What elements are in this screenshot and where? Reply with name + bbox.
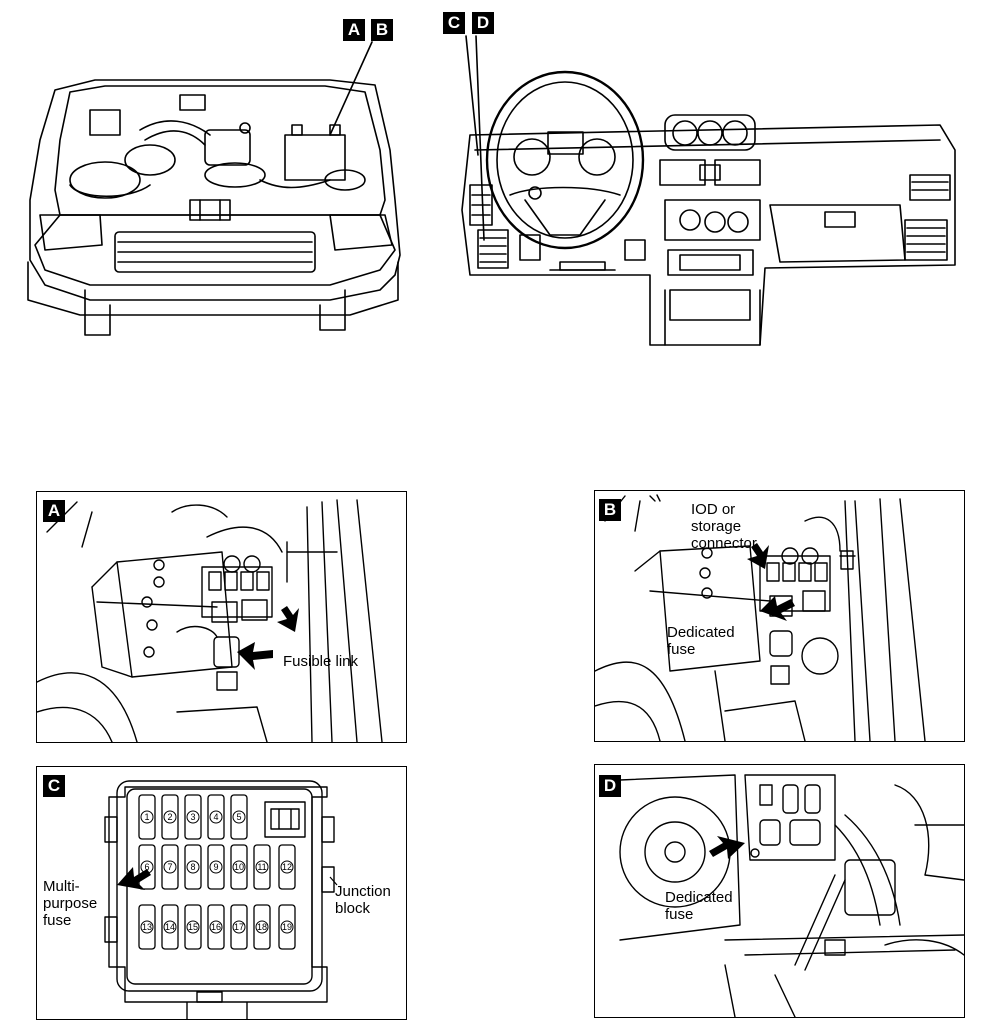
panel-d-dash-fuse: D Dedicated fuse (594, 764, 965, 1018)
fuse-number-12: 12 (282, 862, 292, 872)
fuse-slot (161, 904, 179, 950)
iod-connector-label-line3: connector (691, 535, 757, 552)
callout-tag-a: A (343, 19, 365, 41)
fuse-slot (230, 844, 248, 890)
multi-purpose-fuse-label-line3: fuse (43, 912, 72, 929)
fuse-number-ring (140, 810, 154, 824)
panel-a-tag: A (43, 500, 65, 522)
junction-block-label-line1: Junction (335, 883, 391, 900)
fuse-number-ring (280, 920, 294, 934)
multi-purpose-fuse-label-line2: purpose (43, 895, 98, 912)
callout-tag-c: C (443, 12, 465, 34)
fuse-number-ring (280, 860, 294, 874)
callout-tag-b: B (371, 19, 393, 41)
junction-block-label-line2: block (335, 900, 371, 917)
fuse-number-13: 13 (142, 922, 152, 932)
fuse-number-15: 15 (188, 922, 198, 932)
fuse-slot (184, 904, 202, 950)
fuse-number-1: 1 (144, 812, 149, 822)
panel-b-iod-connector: B IOD or storage connector Dedicated fus… (594, 490, 965, 742)
fuse-slot (138, 794, 156, 840)
fuse-slot (253, 844, 271, 890)
panel-c-tag: C (43, 775, 65, 797)
dedicated-fuse-label-d-line2: fuse (665, 906, 694, 923)
multi-purpose-fuse-label-line1: Multi- (43, 878, 80, 895)
fuse-number-10: 10 (234, 862, 244, 872)
fuse-slot (207, 794, 225, 840)
callout-tag-d: D (472, 12, 494, 34)
fuse-slot (161, 844, 179, 890)
fuse-number-ring (186, 810, 200, 824)
fuse-number-8: 8 (190, 862, 195, 872)
fuse-number-9: 9 (213, 862, 218, 872)
fusible-link-label: Fusible link (283, 653, 359, 670)
fuse-slot (138, 904, 156, 950)
fuse-number-ring (255, 860, 269, 874)
panel-b-illustration (595, 494, 926, 741)
fuse-slot (207, 904, 225, 950)
dedicated-fuse-label-d-line1: Dedicated (665, 889, 733, 906)
fuse-slot (278, 904, 296, 950)
fuse-number-ring (232, 860, 246, 874)
fuse-number-ring (163, 920, 177, 934)
fuse-slot (207, 844, 225, 890)
dedicated-fuse-label-b-line1: Dedicated (667, 624, 735, 641)
fuse-number-ring (163, 810, 177, 824)
panel-b-tag: B (599, 499, 621, 521)
iod-connector-label-line2: storage (691, 518, 742, 535)
fuse-slot (278, 844, 296, 890)
fuse-slot (230, 794, 248, 840)
fuse-slot (230, 904, 248, 950)
fuse-number-16: 16 (211, 922, 221, 932)
fuse-number-ring (232, 810, 246, 824)
dashboard-illustration (461, 35, 956, 346)
dedicated-fuse-label-b-line2: fuse (667, 641, 696, 658)
fuse-number-19: 19 (282, 922, 292, 932)
fuse-number-ring (209, 860, 223, 874)
fuse-number-11: 11 (257, 862, 266, 872)
fuse-number-7: 7 (167, 862, 172, 872)
fuse-slot (138, 844, 156, 890)
fuse-number-14: 14 (165, 922, 175, 932)
fuse-number-17: 17 (234, 922, 244, 932)
panel-a-engine-relay-box: A Fusible link (36, 491, 407, 743)
fuse-slot (253, 904, 271, 950)
fuse-slot (161, 794, 179, 840)
fuse-number-ring (209, 810, 223, 824)
fuse-number-5: 5 (236, 812, 241, 822)
iod-connector-label-line1: IOD or (691, 501, 736, 518)
fuse-number-4: 4 (213, 812, 218, 822)
panel-d-illustration (619, 774, 964, 1017)
fuse-number-ring (163, 860, 177, 874)
panel-d-tag: D (599, 775, 621, 797)
fuse-number-2: 2 (167, 812, 172, 822)
fuse-number-ring (140, 920, 154, 934)
fuse-number-ring (209, 920, 223, 934)
fuse-number-ring (186, 860, 200, 874)
fuse-number-ring (232, 920, 246, 934)
fuse-number-3: 3 (190, 812, 195, 822)
fuse-slot (184, 794, 202, 840)
engine-bay-illustration (27, 41, 401, 336)
fuse-slot (184, 844, 202, 890)
fuse-number-18: 18 (257, 922, 267, 932)
fuse-number-6: 6 (144, 862, 149, 872)
panel-a-illustration (37, 499, 383, 742)
fuse-number-ring (186, 920, 200, 934)
fuse-number-ring (255, 920, 269, 934)
